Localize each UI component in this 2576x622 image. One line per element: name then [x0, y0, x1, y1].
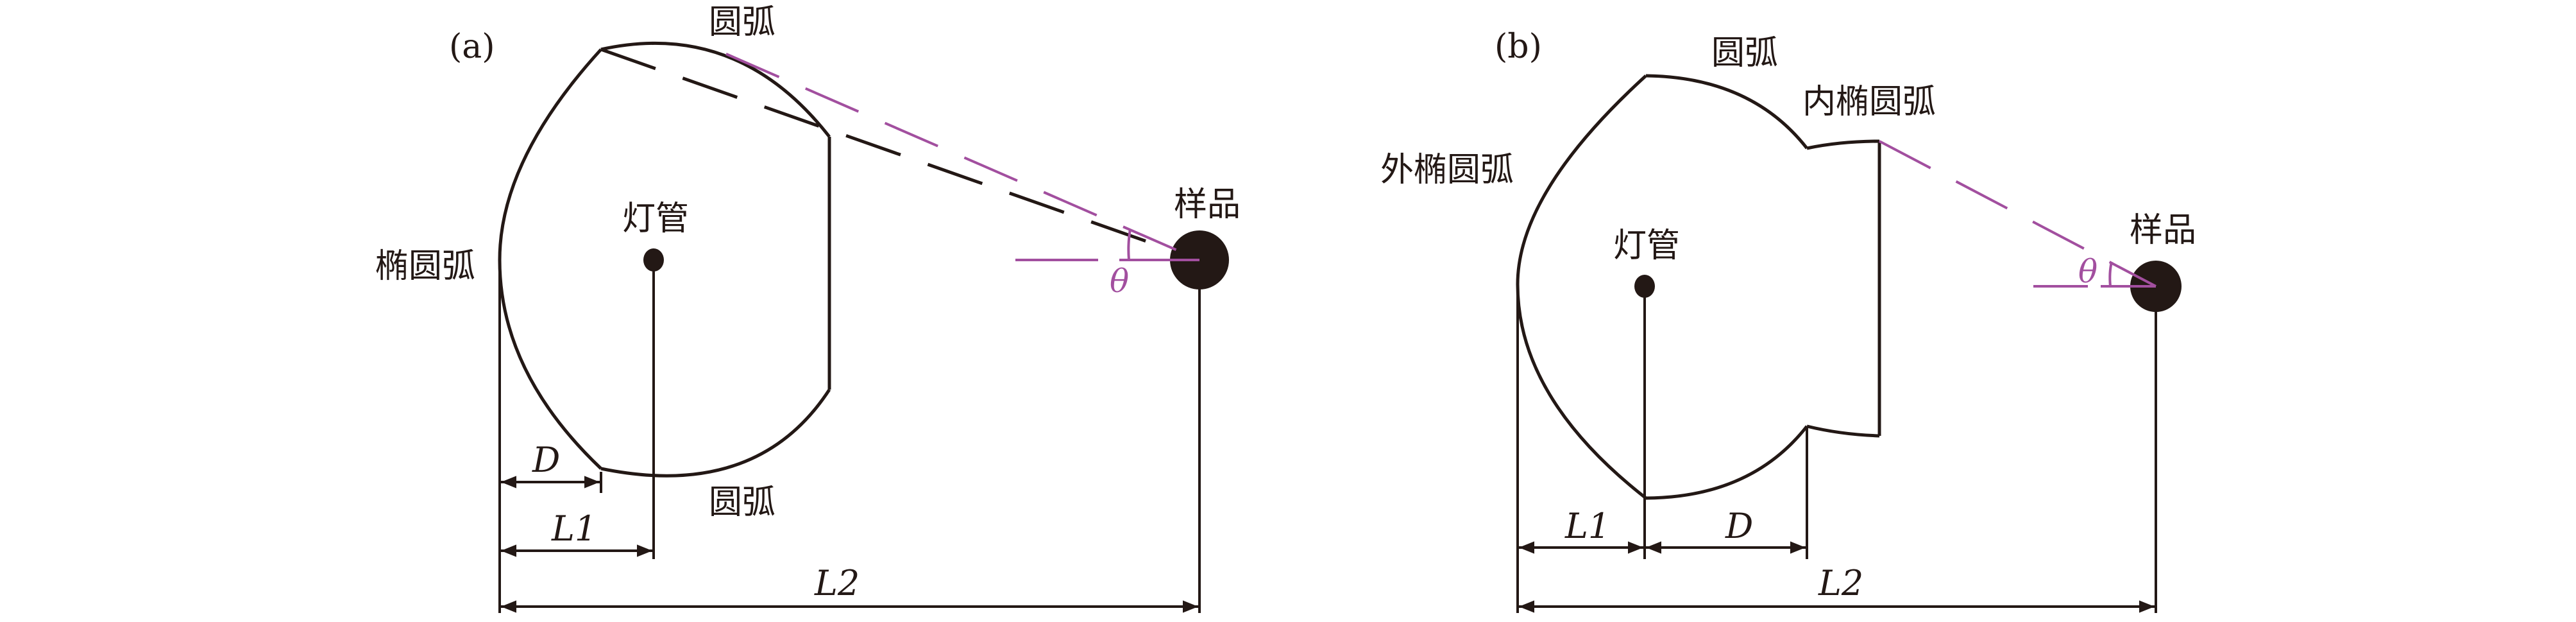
angle-arc: [1127, 229, 1131, 261]
panel-a: (a) 圆弧 圆弧 椭圆弧 灯管 样品 θ D L1 L2: [375, 3, 1241, 613]
top-arc-label: 圆弧: [709, 3, 775, 42]
outer-ellipse-arc: [1516, 74, 1647, 499]
d-label: D: [1725, 506, 1753, 546]
l1-label: L1: [551, 508, 597, 549]
black-dashed-ray: [600, 48, 1200, 262]
outer-ellipse-arc-label: 外椭圆弧: [1380, 151, 1514, 189]
inner-ellipse-arc-label: 内椭圆弧: [1802, 83, 1936, 121]
sample-label: 样品: [1174, 186, 1241, 224]
l2-label: L2: [814, 563, 860, 603]
theta-label: θ: [2078, 253, 2097, 290]
inner-ellipse-arc-top: [1806, 139, 1880, 150]
top-circular-arc: [600, 41, 831, 138]
l2-label: L2: [1818, 563, 1863, 603]
angle-arc: [2108, 261, 2113, 287]
magenta-dashed-ray: [725, 53, 1200, 261]
sample-label: 样品: [2130, 211, 2196, 250]
top-circular-arc: [1645, 74, 1808, 150]
bottom-circular-arc: [600, 388, 831, 478]
l1-label: L1: [1564, 506, 1610, 546]
panel-b: (b) 圆弧 外椭圆弧 内椭圆弧 灯管 样品 θ L1 D L2: [1380, 28, 2196, 613]
bottom-arc-label: 圆弧: [709, 483, 775, 522]
magenta-dashed-ray: [1879, 140, 2157, 288]
panel-b-tag: (b): [1495, 28, 1542, 66]
bottom-circular-arc: [1645, 425, 1808, 500]
panel-a-tag: (a): [449, 28, 495, 66]
theta-label: θ: [1110, 263, 1129, 300]
inner-ellipse-arc-bottom: [1806, 424, 1880, 438]
d-label: D: [532, 440, 560, 480]
ellipse-arc-label: 椭圆弧: [375, 247, 475, 286]
lamp-label: 灯管: [1613, 227, 1680, 265]
ellipse-arc: [498, 48, 602, 470]
top-arc-label: 圆弧: [1711, 34, 1778, 73]
lamp-label: 灯管: [622, 200, 689, 238]
